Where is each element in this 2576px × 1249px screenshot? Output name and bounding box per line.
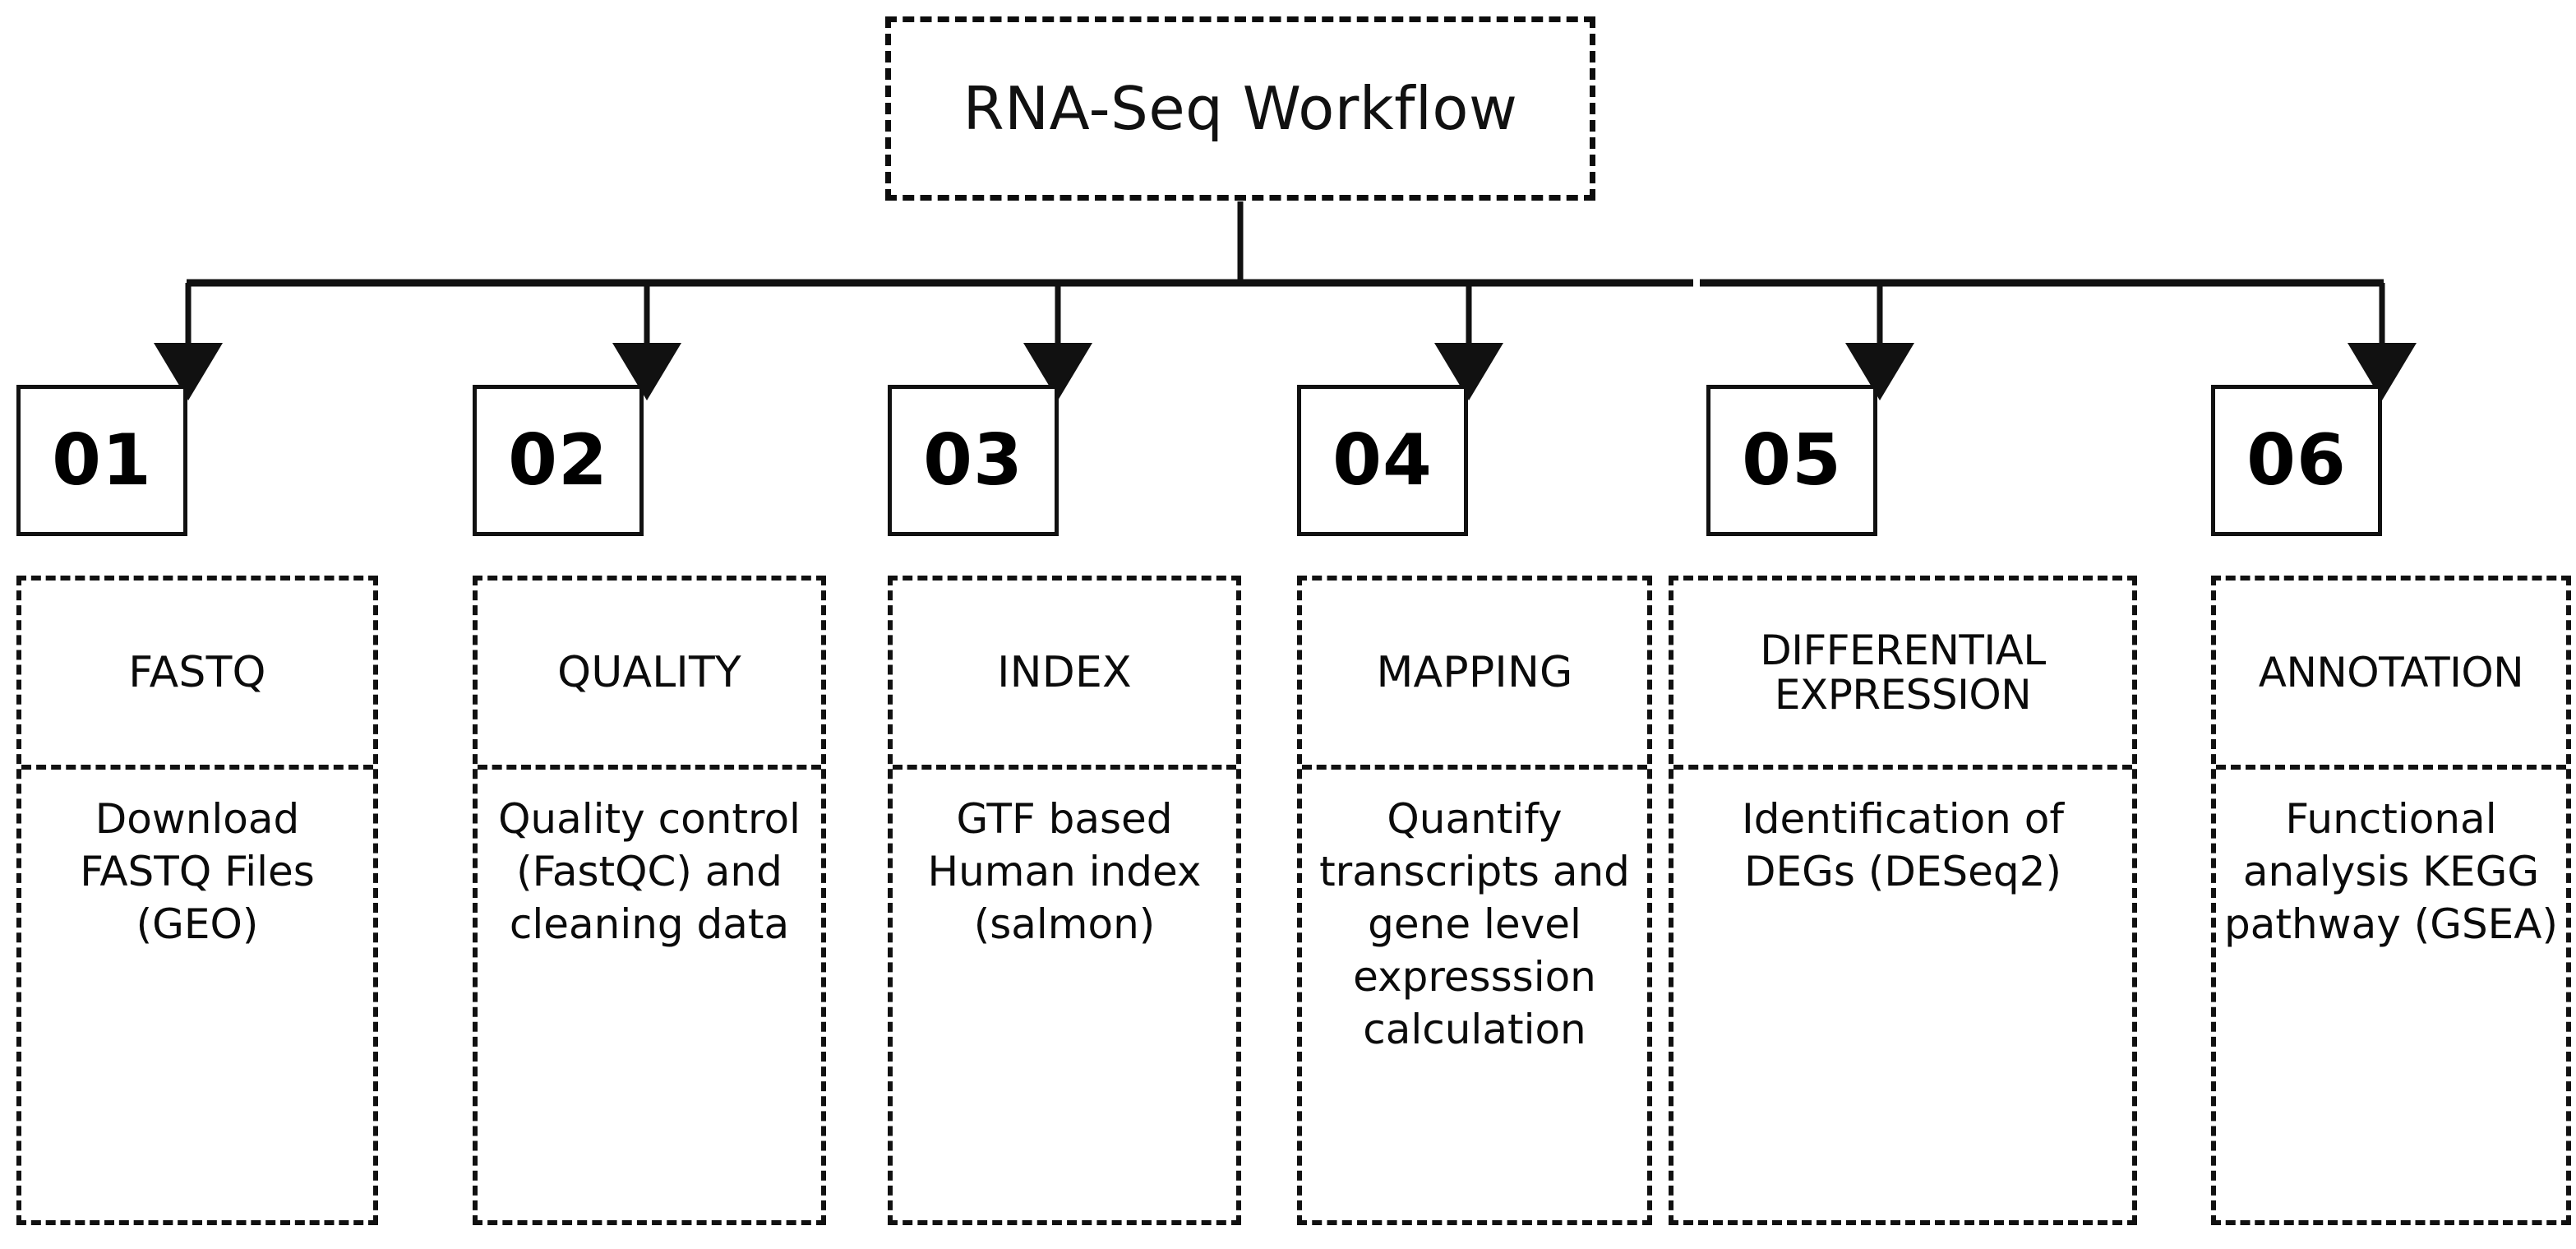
workflow-title-text: RNA-Seq Workflow — [963, 74, 1518, 143]
step-header-cell-05: DIFFERENTIAL EXPRESSION — [1673, 581, 2132, 770]
step-body-cell-05: Identification of DEGs (DESeq2) — [1673, 770, 2132, 1220]
step-header-cell-03: INDEX — [893, 581, 1236, 770]
workflow-title-box: RNA-Seq Workflow — [885, 16, 1595, 201]
step-header-06: ANNOTATION — [2258, 649, 2524, 696]
step-detail-box-06: ANNOTATION Functional analysis KEGG path… — [2211, 576, 2571, 1225]
step-header-cell-01: FASTQ — [21, 581, 373, 770]
step-number-05: 05 — [1742, 419, 1842, 502]
step-number-02: 02 — [508, 419, 608, 502]
step-body-cell-06: Functional analysis KEGG pathway (GSEA) — [2216, 770, 2566, 1220]
step-number-03: 03 — [923, 419, 1023, 502]
step-header-cell-06: ANNOTATION — [2216, 581, 2566, 770]
step-body-03: GTF based Human index (salmon) — [927, 795, 1202, 948]
step-body-cell-04: Quantify transcripts and gene level expr… — [1302, 770, 1647, 1220]
step-header-cell-02: QUALITY — [478, 581, 821, 770]
step-detail-box-03: INDEX GTF based Human index (salmon) — [888, 576, 1241, 1225]
step-body-02: Quality control (FastQC) and cleaning da… — [498, 795, 801, 948]
step-number-box-01: 01 — [16, 385, 187, 536]
step-number-06: 06 — [2246, 419, 2347, 502]
step-header-cell-04: MAPPING — [1302, 581, 1647, 770]
step-number-01: 01 — [52, 419, 152, 502]
step-body-cell-02: Quality control (FastQC) and cleaning da… — [478, 770, 821, 1220]
step-number-box-04: 04 — [1297, 385, 1468, 536]
step-detail-box-05: DIFFERENTIAL EXPRESSION Identification o… — [1669, 576, 2137, 1225]
step-body-01: Download FASTQ Files (GEO) — [80, 795, 315, 948]
step-body-05: Identification of DEGs (DESeq2) — [1742, 795, 2064, 895]
step-header-02: QUALITY — [557, 647, 741, 697]
step-number-box-05: 05 — [1706, 385, 1877, 536]
step-body-cell-01: Download FASTQ Files (GEO) — [21, 770, 373, 1220]
step-detail-box-04: MAPPING Quantify transcripts and gene le… — [1297, 576, 1652, 1225]
step-number-box-02: 02 — [473, 385, 644, 536]
step-body-06: Functional analysis KEGG pathway (GSEA) — [2224, 795, 2558, 948]
step-number-04: 04 — [1332, 419, 1433, 502]
step-detail-box-02: QUALITY Quality control (FastQC) and cle… — [473, 576, 826, 1225]
step-detail-box-01: FASTQ Download FASTQ Files (GEO) — [16, 576, 378, 1225]
step-body-cell-03: GTF based Human index (salmon) — [893, 770, 1236, 1220]
step-number-box-06: 06 — [2211, 385, 2382, 536]
step-number-box-03: 03 — [888, 385, 1059, 536]
step-body-04: Quantify transcripts and gene level expr… — [1319, 795, 1630, 1053]
step-header-03: INDEX — [997, 647, 1132, 697]
step-header-01: FASTQ — [128, 647, 266, 697]
step-header-05: DIFFERENTIAL EXPRESSION — [1760, 627, 2046, 719]
step-header-04: MAPPING — [1376, 647, 1573, 697]
